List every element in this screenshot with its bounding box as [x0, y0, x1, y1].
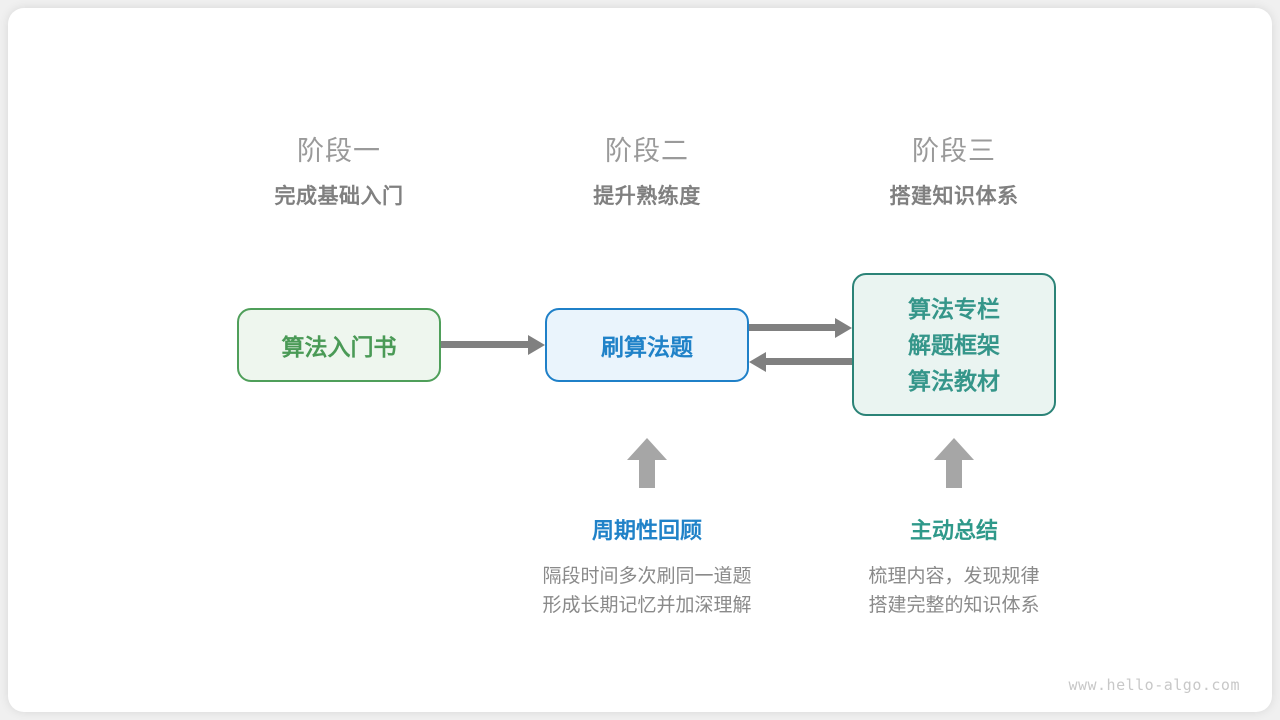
node-book-label: 算法入门书 — [281, 334, 397, 360]
diagram-canvas: 阶段一 完成基础入门 阶段二 提升熟练度 阶段三 搭建知识体系 算法入门书 刷算… — [8, 8, 1272, 712]
note-summary-desc-line-2: 搭建完整的知识体系 — [868, 595, 1040, 616]
arrow-shaft — [946, 458, 962, 488]
phase-subtitle-1: 完成基础入门 — [274, 185, 404, 208]
up-arrow-summary-icon — [934, 438, 974, 488]
phase-header-2: 阶段二 提升熟练度 — [517, 134, 777, 212]
node-resources-line-2: 解题框架 — [908, 331, 1000, 358]
arrow-head-right — [528, 334, 545, 355]
arrow-resources-to-practice-icon — [749, 351, 852, 372]
node-practice-label: 刷算法题 — [601, 334, 693, 360]
up-arrow-review-icon — [627, 438, 667, 488]
node-practice-problems: 刷算法题 — [545, 308, 749, 382]
note-review-desc-line-1: 隔段时间多次刷同一道题 — [542, 566, 752, 587]
arrow-shaft — [749, 324, 836, 331]
arrow-head-left — [749, 351, 766, 372]
phase-header-1: 阶段一 完成基础入门 — [209, 134, 469, 212]
phase-title-3: 阶段三 — [912, 136, 996, 166]
phase-subtitle-2: 提升熟练度 — [593, 185, 701, 208]
phase-header-3: 阶段三 搭建知识体系 — [824, 134, 1084, 212]
note-review-desc-line-2: 形成长期记忆并加深理解 — [542, 595, 752, 616]
arrow-practice-to-resources-icon — [749, 317, 852, 338]
note-summary-description: 梳理内容，发现规律 搭建完整的知识体系 — [804, 562, 1104, 620]
arrow-shaft — [765, 358, 852, 365]
node-resources-line-1: 算法专栏 — [908, 295, 1000, 322]
note-review-description: 隔段时间多次刷同一道题 形成长期记忆并加深理解 — [497, 562, 797, 620]
note-periodic-review: 周期性回顾 隔段时间多次刷同一道题 形成长期记忆并加深理解 — [497, 516, 797, 620]
arrow-book-to-practice-icon — [441, 334, 545, 355]
arrow-head-right — [835, 317, 852, 338]
arrow-head-up — [627, 438, 667, 460]
note-summary-title: 主动总结 — [909, 518, 998, 543]
arrow-shaft — [441, 341, 529, 348]
watermark-url: www.hello-algo.com — [1068, 676, 1240, 694]
phase-title-1: 阶段一 — [297, 136, 381, 166]
arrow-head-up — [934, 438, 974, 460]
phase-subtitle-3: 搭建知识体系 — [889, 185, 1019, 208]
note-review-title: 周期性回顾 — [591, 518, 702, 543]
node-algorithm-intro-book: 算法入门书 — [237, 308, 441, 382]
node-learning-resources: 算法专栏 解题框架 算法教材 — [852, 273, 1056, 416]
note-active-summary: 主动总结 梳理内容，发现规律 搭建完整的知识体系 — [804, 516, 1104, 620]
note-summary-desc-line-1: 梳理内容，发现规律 — [868, 566, 1040, 587]
node-resources-line-3: 算法教材 — [908, 367, 1000, 394]
arrow-shaft — [639, 458, 655, 488]
phase-title-2: 阶段二 — [605, 136, 689, 166]
